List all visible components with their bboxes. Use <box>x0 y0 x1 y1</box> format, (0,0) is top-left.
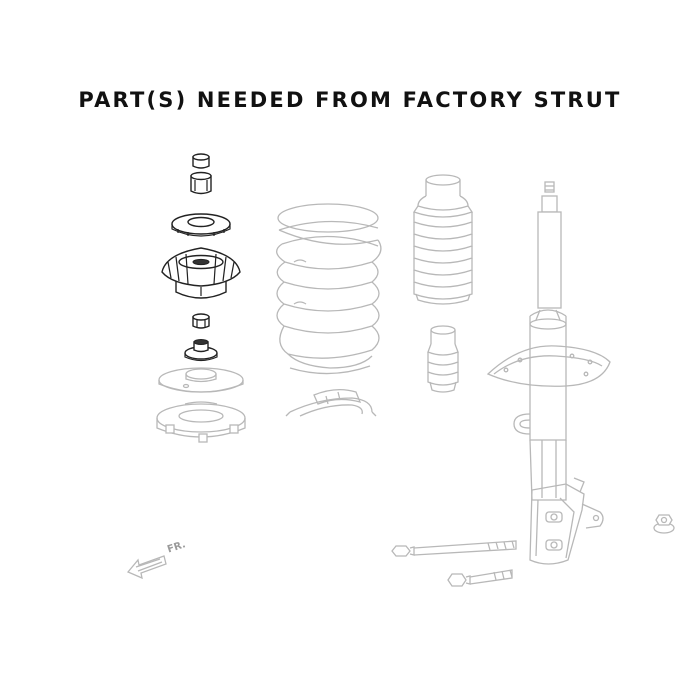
lower-spring-pad <box>285 388 377 417</box>
lower-insulator <box>184 339 218 362</box>
upper-strut-mount <box>161 247 241 299</box>
short-bolt <box>447 569 513 587</box>
bump-stop <box>427 325 459 393</box>
coil-spring <box>276 203 382 375</box>
strut-assembly <box>486 181 611 565</box>
spring-seat-base <box>156 401 246 443</box>
flange-nut <box>653 514 675 534</box>
mount-nut <box>192 313 210 329</box>
bump-stop-bushing <box>190 171 212 195</box>
spring-seat-plate <box>158 367 244 393</box>
page-title: PART(S) NEEDED FROM FACTORY STRUT <box>78 88 622 112</box>
long-bolt <box>391 540 517 557</box>
bump-stop-cap <box>192 153 210 169</box>
bearing-ring <box>171 213 231 237</box>
front-arrow-icon <box>126 555 167 580</box>
dust-boot <box>412 174 474 305</box>
